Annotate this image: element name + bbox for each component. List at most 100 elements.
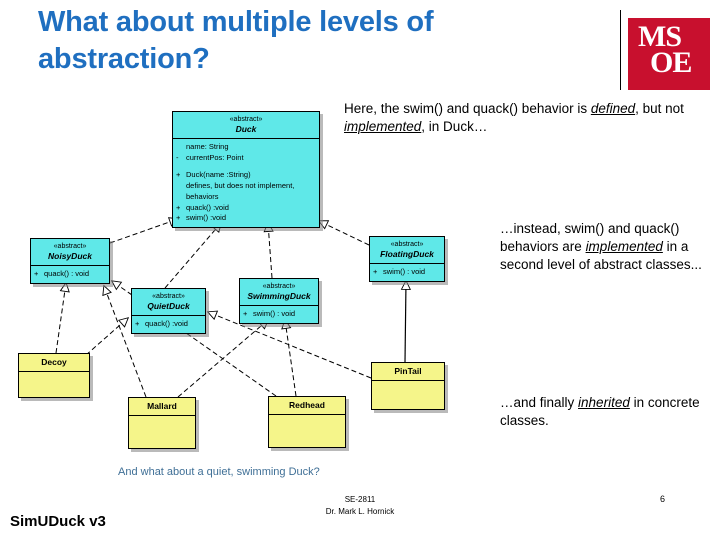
- attribute-text: name: String: [186, 142, 229, 152]
- page-number: 6: [660, 494, 666, 504]
- visibility-marker: +: [176, 213, 181, 223]
- compartment-divider: [173, 138, 319, 140]
- class-name-label: Mallard: [147, 401, 177, 411]
- compartment-divider: [132, 315, 205, 317]
- operations-compartment: [269, 415, 345, 421]
- slide-subcaption: And what about a quiet, swimming Duck?: [118, 466, 320, 478]
- edge-noisyduck-to-duck: [109, 217, 180, 244]
- operation-text: quack() :void: [145, 319, 188, 329]
- note2-text-b: in a second level of abstract classes...: [500, 238, 702, 272]
- uml-inline-note-line: behaviors: [186, 191, 219, 201]
- note1-emphasis-implemented: implemented: [344, 118, 422, 134]
- annotation-note-3: …and finally inherited in concrete class…: [500, 394, 716, 430]
- note1-text-b: , but not: [635, 101, 684, 116]
- uml-class-mallard[interactable]: Mallard: [128, 397, 196, 449]
- compartment-divider: [19, 371, 89, 373]
- operation-text: swim() : void: [383, 267, 426, 277]
- attributes-compartment: name: String - currentPos: Point + Duck(…: [173, 139, 319, 227]
- note1-text-a: Here, the swim() and quack() behavior is: [344, 101, 591, 116]
- uml-class-swimmingduck[interactable]: «abstract» SwimmingDuck + swim() : void: [239, 278, 319, 325]
- uml-class-noisyduck[interactable]: «abstract» NoisyDuck + quack() : void: [30, 238, 110, 285]
- edge-swimmingduck-to-duck: [263, 221, 274, 279]
- class-name-label: Duck: [235, 124, 257, 135]
- uml-class-header: Decoy: [19, 354, 89, 371]
- stereotype-label: «abstract»: [229, 116, 263, 123]
- uml-class-duck[interactable]: «abstract» Duck name: String - currentPo…: [172, 111, 320, 229]
- edge-decoy-to-noisyduck: [55, 281, 70, 354]
- operations-compartment: + quack() :void: [132, 316, 205, 333]
- operation-text: quack() :void: [186, 202, 229, 212]
- uml-operation: + quack() :void: [135, 319, 202, 330]
- uml-class-header: PinTail: [372, 363, 444, 380]
- note1-emphasis-defined: defined: [590, 101, 636, 116]
- visibility-marker: +: [373, 267, 378, 277]
- logo-badge: MS OE: [628, 18, 710, 90]
- stereotype-label: «abstract»: [53, 243, 87, 250]
- uml-class-header: Mallard: [129, 398, 195, 415]
- uml-class-pintail[interactable]: PinTail: [371, 362, 445, 410]
- edge-quietduck-to-duck: [164, 221, 222, 289]
- visibility-marker: +: [176, 202, 181, 212]
- note3-text-a: …and finally: [500, 395, 579, 410]
- note2-text-a: …instead, swim() and quack() behaviors a…: [500, 221, 680, 254]
- operation-text: quack() : void: [44, 269, 90, 279]
- uml-class-quietduck[interactable]: «abstract» QuietDuck + quack() :void: [131, 288, 206, 335]
- edge-redhead-to-noisyduck: [110, 280, 277, 397]
- compartment-divider: [31, 265, 109, 267]
- edge-redhead-to-swimmingduck: [281, 318, 297, 397]
- class-name-label: PinTail: [394, 366, 422, 376]
- class-name-label: QuietDuck: [147, 301, 190, 312]
- stereotype-label: «abstract»: [390, 241, 424, 248]
- note2-emphasis-implemented: implemented: [585, 238, 663, 254]
- footer-course-code: SE-2811: [344, 495, 376, 504]
- msoe-logo: MS OE: [620, 4, 716, 90]
- class-name-label: SwimmingDuck: [247, 291, 311, 302]
- uml-operation: + swim() : void: [243, 309, 315, 320]
- compartment-divider: [372, 380, 444, 382]
- visibility-marker: +: [243, 309, 248, 319]
- stereotype-label: «abstract»: [262, 283, 296, 290]
- note1-text-c: , in Duck…: [421, 118, 488, 134]
- visibility-marker: +: [176, 169, 181, 179]
- annotation-note-2: …instead, swim() and quack() behaviors a…: [500, 220, 716, 274]
- uml-class-header: «abstract» QuietDuck: [132, 289, 205, 315]
- uml-class-header: Redhead: [269, 397, 345, 414]
- uml-attribute: name: String: [176, 142, 316, 153]
- operations-compartment: + swim() : void: [240, 306, 318, 323]
- visibility-marker: +: [135, 319, 140, 329]
- uml-class-floatingduck[interactable]: «abstract» FloatingDuck + swim() : void: [369, 236, 445, 283]
- uml-class-header: «abstract» FloatingDuck: [370, 237, 444, 263]
- compartment-divider: [240, 305, 318, 307]
- uml-class-redhead[interactable]: Redhead: [268, 396, 346, 448]
- operations-compartment: [372, 381, 444, 387]
- class-name-label: Redhead: [289, 400, 325, 410]
- uml-class-header: «abstract» SwimmingDuck: [240, 279, 318, 305]
- visibility-marker: -: [176, 153, 179, 163]
- compartment-divider: [129, 415, 195, 417]
- uml-class-decoy[interactable]: Decoy: [18, 353, 90, 398]
- footer-instructor: Dr. Mark L. Hornick: [325, 506, 395, 516]
- stereotype-label: «abstract»: [152, 293, 185, 300]
- generalization-edges: [55, 217, 372, 398]
- class-name-label: Decoy: [41, 357, 67, 367]
- footer-course-block: SE-2811 Dr. Mark L. Hornick: [0, 494, 720, 517]
- attribute-text: currentPos: Point: [186, 153, 244, 163]
- compartment-divider: [370, 263, 444, 265]
- operations-compartment: + swim() : void: [370, 264, 444, 281]
- uml-class-header: «abstract» Duck: [173, 112, 319, 138]
- uml-operation: + quack() :void: [176, 203, 316, 214]
- deck-label: SimUDuck v3: [10, 513, 106, 530]
- edge-mallard-to-noisyduck: [102, 284, 147, 398]
- operation-text: swim() :void: [186, 213, 227, 223]
- class-name-label: NoisyDuck: [48, 251, 92, 262]
- visibility-marker: +: [34, 269, 39, 279]
- note3-emphasis-inherited: inherited: [578, 395, 630, 410]
- uml-inline-note-line: defines, but does not implement,: [186, 180, 295, 190]
- annotation-note-1: Here, the swim() and quack() behavior is…: [344, 100, 700, 136]
- uml-operation: + Duck(name :String): [176, 170, 316, 181]
- uml-attribute: - currentPos: Point: [176, 153, 316, 164]
- operations-compartment: [129, 416, 195, 422]
- uml-operation: + swim() : void: [373, 267, 441, 278]
- operations-compartment: [19, 372, 89, 378]
